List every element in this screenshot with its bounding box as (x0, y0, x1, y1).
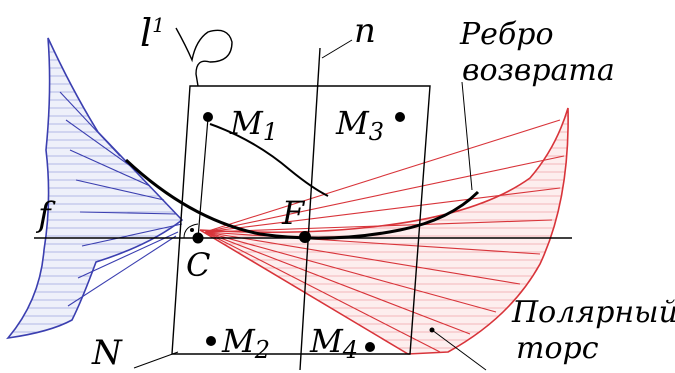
label-rib-line1: Ребро (459, 17, 554, 52)
line-n-pointer (321, 39, 353, 59)
l1-loop-curve (175, 27, 233, 87)
label-point-f: F (281, 194, 306, 232)
point-m3 (395, 112, 405, 122)
polar-torse-surface (199, 107, 569, 355)
curve-l (209, 123, 329, 197)
label-polar-line1: Полярный (511, 295, 675, 330)
right-angle-arc (183, 223, 199, 239)
point-polar-marker (429, 327, 435, 333)
point-m1 (203, 112, 213, 122)
label-m4: M4 (309, 322, 358, 364)
label-m2: M2 (221, 322, 270, 364)
label-n: n (354, 11, 376, 51)
point-f (299, 231, 311, 243)
right-angle-dot (190, 228, 194, 232)
label-point-c: C (186, 246, 210, 284)
rib-pointer-line (461, 81, 473, 191)
point-m2 (206, 336, 216, 346)
plane-n-pointer-line (133, 351, 179, 369)
label-m3: M3 (335, 104, 384, 146)
polar-torse-pointer-line (431, 329, 487, 371)
label-l1: l1 (140, 11, 165, 55)
plane-rectangle (171, 85, 431, 355)
point-m4 (365, 342, 375, 352)
blue-surface (6, 37, 184, 340)
label-rib-line2: возврата (462, 53, 615, 88)
segment-m1-c (197, 117, 209, 239)
point-c (192, 232, 204, 244)
label-polar-line2: торс (516, 331, 599, 366)
label-m1: M1 (229, 104, 278, 146)
label-plane-n: N (91, 333, 123, 373)
rib-of-regression-curve (124, 158, 480, 240)
line-n (299, 47, 321, 371)
